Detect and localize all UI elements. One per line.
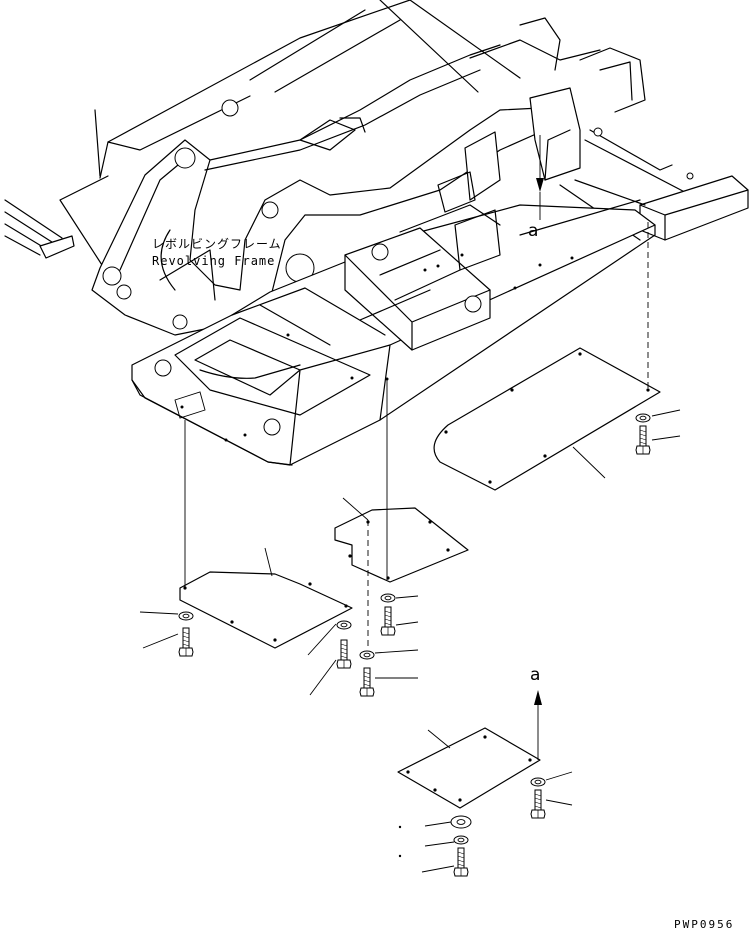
- view-label-upper: a: [528, 221, 538, 241]
- leader-line: [342, 497, 369, 521]
- center-beams: [299, 39, 701, 241]
- fastener-set-left: [139, 611, 194, 657]
- bolt: [336, 639, 352, 669]
- frame-label-en: Revolving Frame: [152, 254, 275, 268]
- frame-floor: [131, 199, 656, 466]
- washer: [178, 611, 194, 621]
- bolt: [453, 847, 469, 877]
- washer: [453, 835, 469, 845]
- frame-label-jp: レボルビングフレーム: [152, 237, 282, 251]
- bolt: [380, 606, 396, 636]
- view-label-lower: a: [530, 665, 540, 685]
- track-frame-stub: [4, 199, 75, 259]
- boom-bracket: [91, 44, 546, 336]
- bolt: [359, 667, 375, 697]
- drawing-code: PWP0956: [674, 918, 734, 931]
- leader-line: [264, 547, 273, 577]
- cover-plate-right: [433, 222, 661, 491]
- fastener-set-right: [635, 409, 681, 455]
- washer: [380, 593, 396, 603]
- cover-plate-left: [179, 420, 353, 649]
- washer: [635, 413, 651, 423]
- washer: [359, 650, 375, 660]
- fastener-set-mid-lower: [359, 649, 419, 697]
- bolt: [530, 789, 546, 819]
- fastener-set-mid-left: [307, 620, 352, 696]
- frame-label: レボルビングフレーム Revolving Frame: [152, 237, 282, 268]
- leader-line: [572, 446, 606, 479]
- cover-plate-middle: [334, 380, 469, 650]
- leader-line: [427, 729, 451, 749]
- bolt: [635, 425, 651, 455]
- fastener-set-lower-right: [530, 771, 573, 819]
- washer: [336, 620, 352, 630]
- view-arrow-lower-head: [534, 690, 542, 705]
- revolving-frame: レボルビングフレーム Revolving Frame a: [4, 0, 749, 466]
- view-arrow-upper: a: [528, 135, 544, 241]
- bolt: [178, 627, 194, 657]
- washer: [530, 777, 546, 787]
- cover-plate-lower: a: [397, 665, 542, 809]
- fastener-set-mid-upper: [380, 593, 419, 636]
- fastener-set-lower-left: [398, 815, 472, 877]
- upper-deck: [59, 0, 561, 266]
